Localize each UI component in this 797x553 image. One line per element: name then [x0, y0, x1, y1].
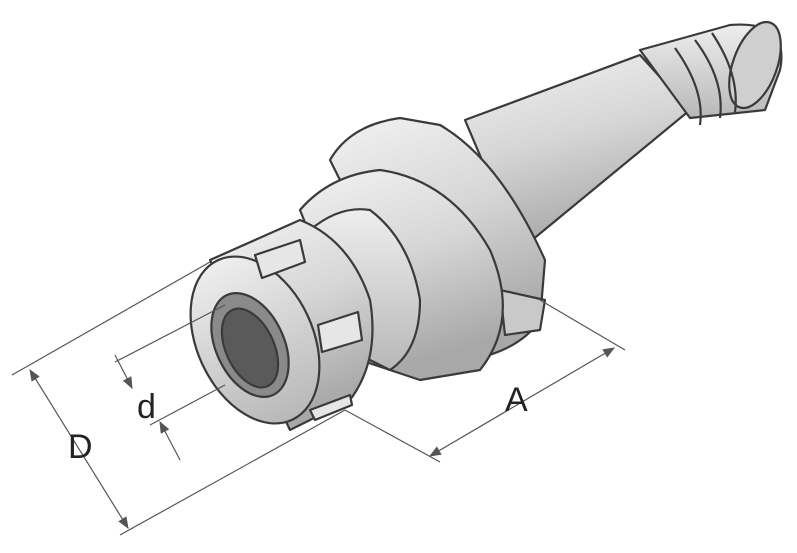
dimension-d — [114, 304, 226, 461]
label-D: D — [68, 428, 93, 466]
collet-nut — [189, 218, 374, 432]
taper-shank — [463, 20, 783, 252]
dimension-A — [344, 299, 626, 463]
label-A: A — [505, 381, 528, 419]
dimension-D — [11, 261, 346, 536]
label-d: d — [137, 388, 156, 426]
